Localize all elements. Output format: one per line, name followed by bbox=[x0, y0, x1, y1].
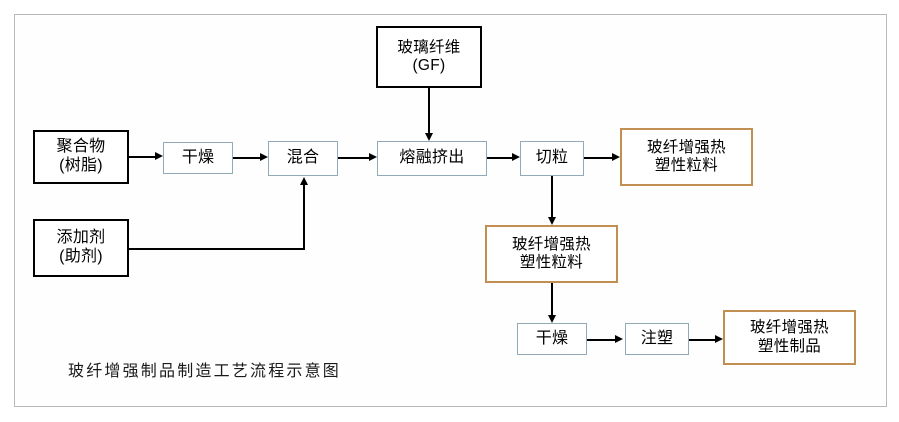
connector-pelletizing-to-feed bbox=[551, 176, 553, 217]
connector-feed-to-drying2 bbox=[551, 283, 553, 315]
connector-additives-vertical bbox=[303, 185, 305, 249]
arrowhead-feed-to-drying2 bbox=[547, 315, 556, 323]
arrowhead-additives-to-mixing bbox=[299, 177, 308, 185]
node-pellets-feed: 玻纤增强热 塑性粒料 bbox=[485, 225, 618, 283]
node-pellets-product: 玻纤增强热 塑性粒料 bbox=[620, 128, 753, 186]
node-drying-1: 干燥 bbox=[163, 142, 233, 174]
node-mixing: 混合 bbox=[268, 141, 338, 176]
connector-pelletizing-to-product bbox=[584, 157, 612, 159]
node-final-product: 玻纤增强热 塑性制品 bbox=[723, 310, 856, 365]
connector-mixing-to-extrusion bbox=[338, 157, 369, 159]
arrowhead-mixing-to-extrusion bbox=[369, 152, 377, 161]
node-injection-molding: 注塑 bbox=[625, 323, 689, 355]
diagram-caption: 玻纤增强制品制造工艺流程示意图 bbox=[68, 363, 342, 380]
arrowhead-glassfiber-to-extrusion bbox=[424, 133, 433, 141]
connector-drying2-to-injection bbox=[587, 339, 615, 341]
arrowhead-extrusion-to-pelletizing bbox=[512, 152, 520, 161]
connector-drying-to-mixing bbox=[233, 157, 260, 159]
connector-polymer-to-drying bbox=[129, 156, 155, 158]
arrowhead-polymer-to-drying bbox=[155, 151, 163, 160]
arrowhead-injection-to-final bbox=[715, 334, 723, 343]
node-drying-2: 干燥 bbox=[517, 323, 587, 355]
node-pelletizing: 切粒 bbox=[520, 141, 584, 176]
node-polymer: 聚合物 (树脂) bbox=[33, 130, 129, 184]
node-melt-extrusion: 熔融挤出 bbox=[377, 141, 487, 176]
connector-extrusion-to-pelletizing bbox=[487, 157, 512, 159]
connector-glassfiber-to-extrusion bbox=[428, 88, 430, 133]
connector-injection-to-final bbox=[689, 339, 715, 341]
node-additives: 添加剂 (助剂) bbox=[33, 219, 129, 277]
arrowhead-pelletizing-to-product bbox=[612, 152, 620, 161]
arrowhead-drying-to-mixing bbox=[260, 152, 268, 161]
arrowhead-drying2-to-injection bbox=[615, 334, 623, 343]
node-glass-fiber: 玻璃纤维 (GF) bbox=[376, 26, 482, 88]
arrowhead-pelletizing-to-feed bbox=[547, 217, 556, 225]
connector-additives-horizontal bbox=[129, 248, 305, 250]
